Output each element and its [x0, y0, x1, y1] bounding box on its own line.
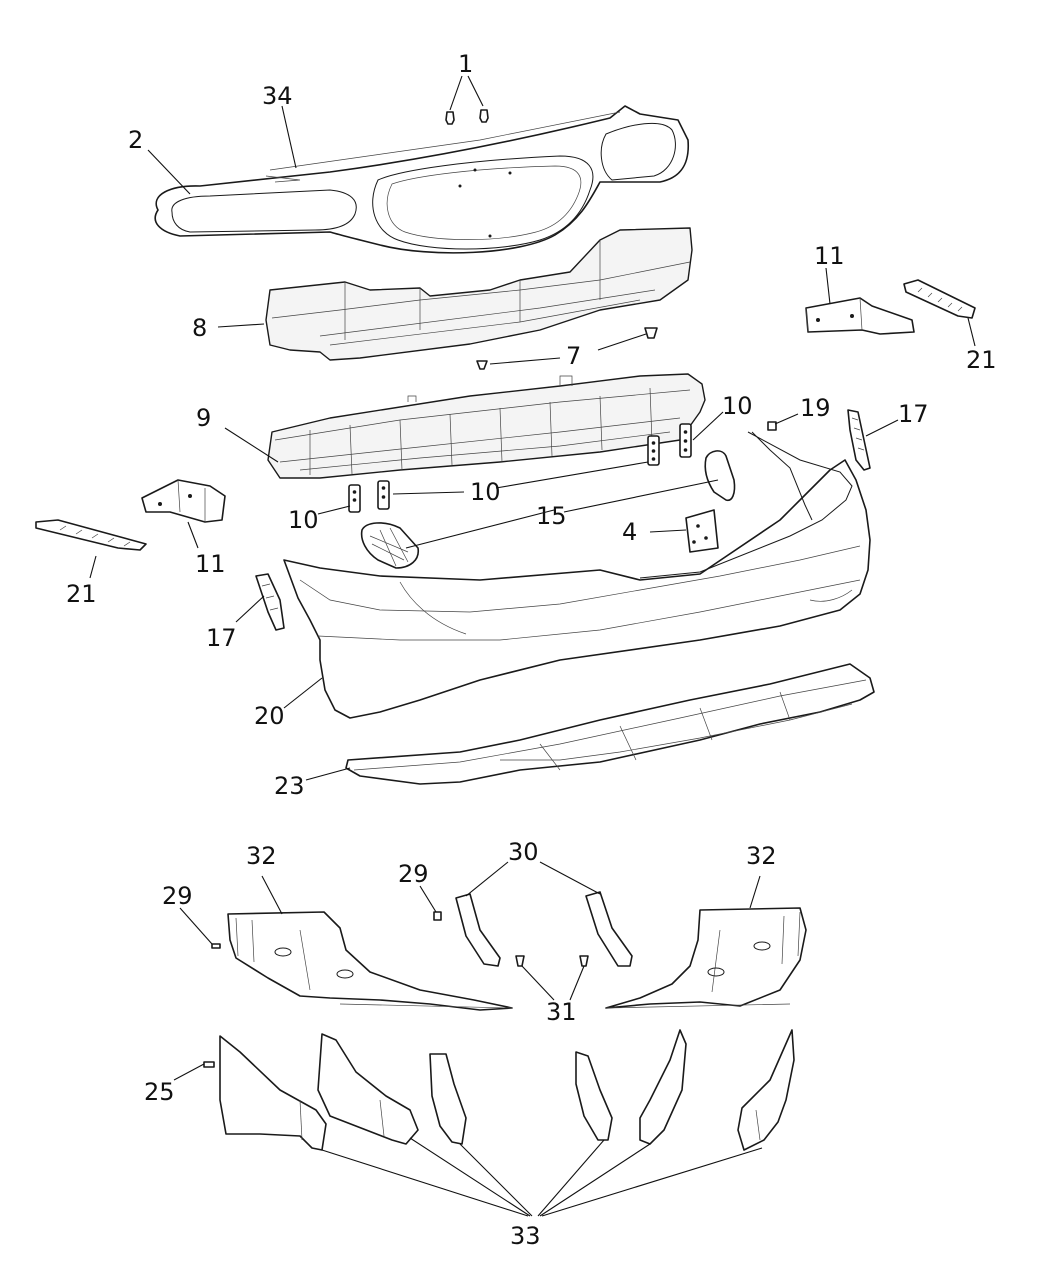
callout-1: 1 — [458, 50, 473, 78]
part-29-pins — [211, 911, 442, 949]
part-32-left-shield — [227, 911, 513, 1011]
leader-lines — [89, 75, 976, 1217]
callout-17-left: 17 — [206, 624, 237, 652]
callout-31: 31 — [546, 998, 577, 1026]
part-1-clips — [445, 109, 489, 125]
callout-17-right: 17 — [898, 400, 929, 428]
callout-21-right: 21 — [966, 346, 997, 374]
callout-4: 4 — [622, 518, 637, 546]
part-2-upper-fascia — [154, 105, 689, 254]
callout-2: 2 — [128, 126, 143, 154]
part-9-reinforcement-beam — [267, 373, 706, 479]
callout-30: 30 — [508, 838, 539, 866]
part-15-right-vent — [704, 450, 736, 502]
part-21-left-slide — [35, 519, 147, 551]
part-32-right-shield — [605, 907, 807, 1009]
callout-11-left: 11 — [195, 550, 226, 578]
callout-20: 20 — [254, 702, 285, 730]
callout-10-b: 10 — [470, 478, 501, 506]
callout-29-left: 29 — [162, 882, 193, 910]
callout-19: 19 — [800, 394, 831, 422]
part-17-right-bracket — [847, 409, 871, 471]
callout-32-left: 32 — [246, 842, 277, 870]
part-10-plates — [348, 423, 692, 513]
callout-25: 25 — [144, 1078, 175, 1106]
callout-33: 33 — [510, 1222, 541, 1250]
part-15-left-vent — [360, 522, 420, 569]
callout-7: 7 — [566, 342, 581, 370]
part-31-pins — [515, 955, 589, 967]
part-23-lower-valance — [345, 663, 875, 785]
callout-10-c: 10 — [288, 506, 319, 534]
callout-9: 9 — [196, 404, 211, 432]
part-19-nut — [767, 421, 777, 431]
part-4-plate — [685, 509, 719, 553]
callout-21-left: 21 — [66, 580, 97, 608]
callout-10-a: 10 — [722, 392, 753, 420]
part-11-right-bracket — [805, 297, 915, 335]
callout-11-right: 11 — [814, 242, 845, 270]
part-8-energy-absorber — [265, 227, 693, 361]
part-11-left-bracket — [141, 479, 226, 523]
callout-29-mid: 29 — [398, 860, 429, 888]
part-7-push-pins — [476, 327, 658, 370]
part-25-screw — [203, 1061, 215, 1068]
part-20-bumper-fascia — [283, 431, 871, 719]
callout-labels: 1 34 2 11 8 7 21 19 9 10 17 10 10 15 4 1… — [66, 50, 997, 1250]
part-17-left-bracket — [255, 573, 285, 631]
callout-23: 23 — [274, 772, 305, 800]
callout-8: 8 — [192, 314, 207, 342]
callout-32-right: 32 — [746, 842, 777, 870]
callout-34: 34 — [262, 82, 293, 110]
part-21-right-slide — [903, 279, 976, 319]
callout-15: 15 — [536, 502, 567, 530]
part-33-mud-flaps — [219, 1029, 795, 1151]
part-30-right-bracket — [585, 891, 633, 967]
part-30-left-bracket — [455, 893, 501, 967]
